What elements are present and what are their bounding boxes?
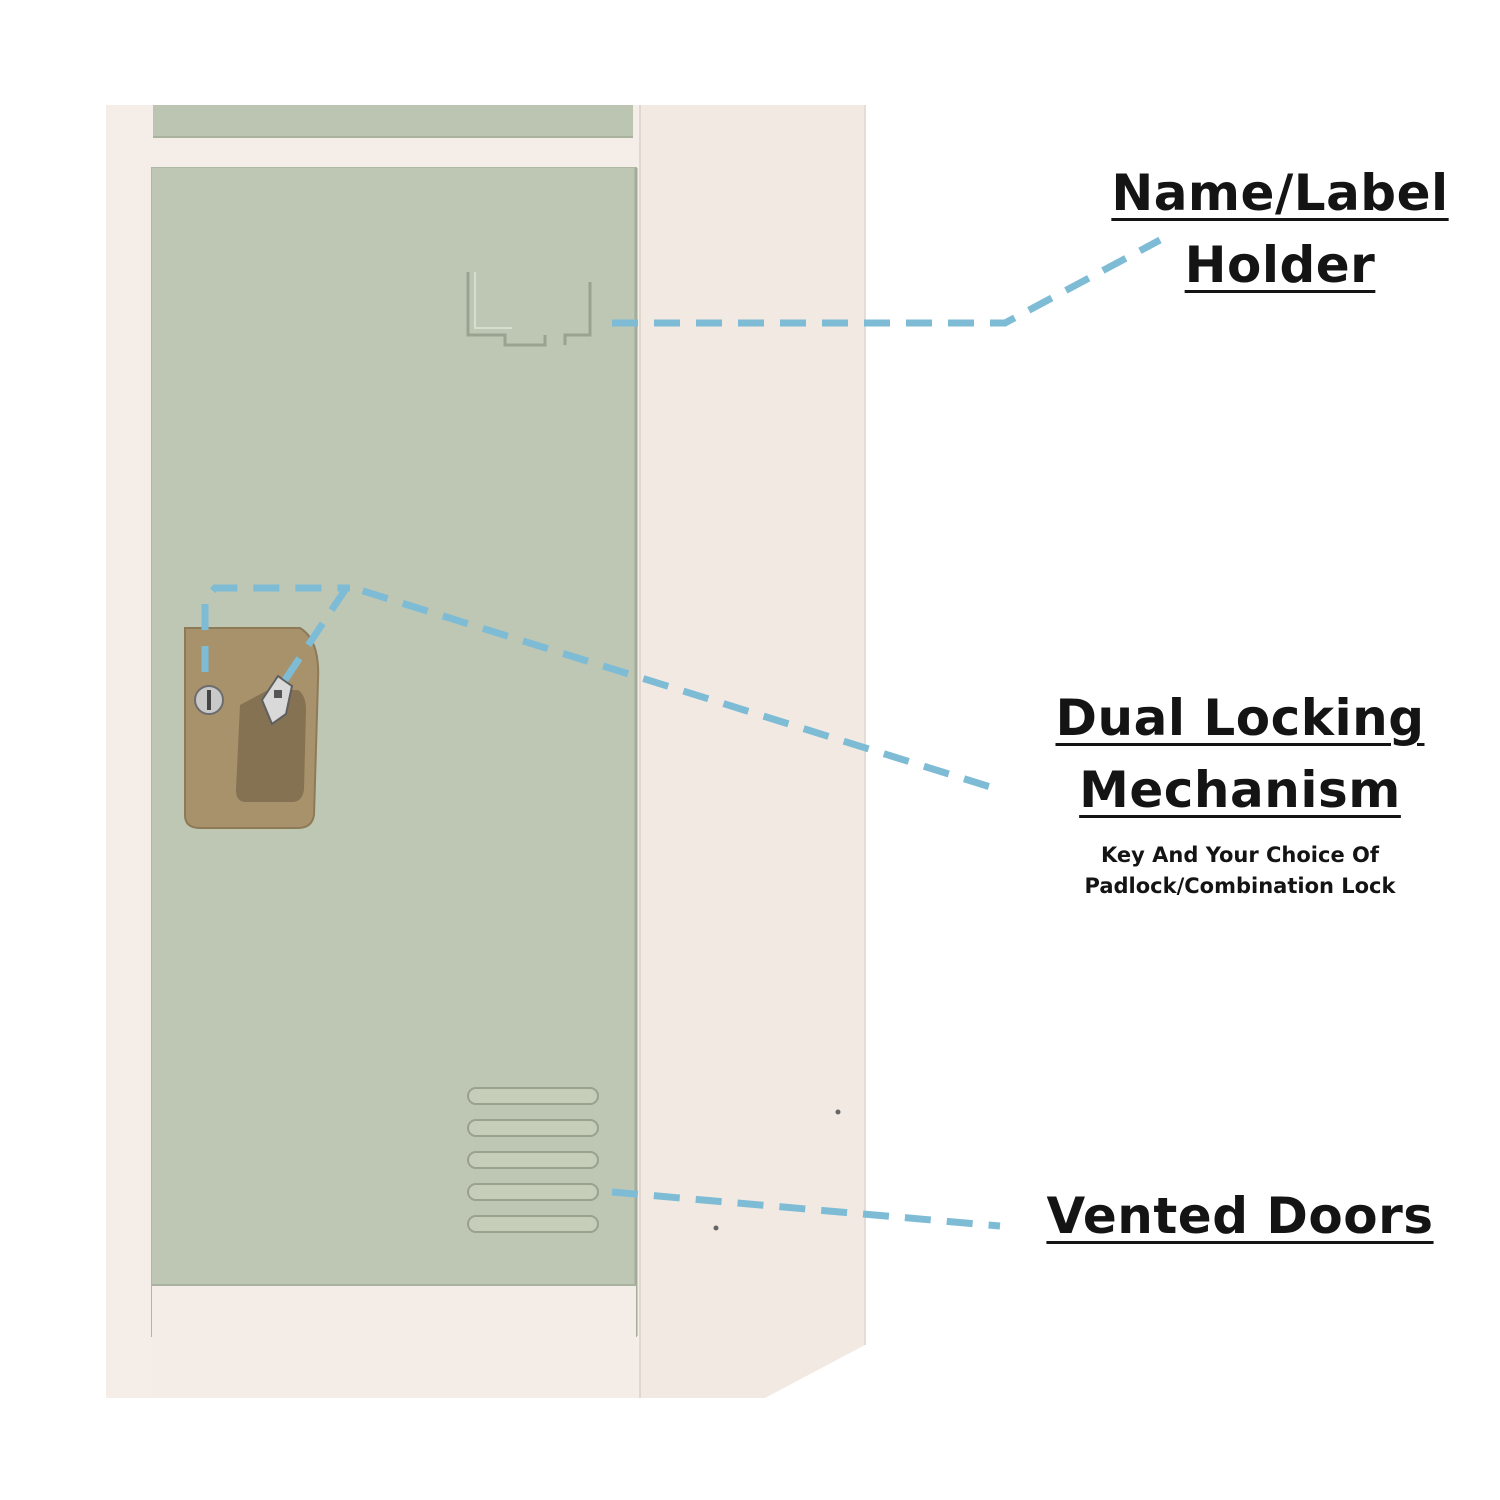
vent-slots-icon <box>467 1087 599 1233</box>
callout-vented-doors-line1: Vented Doors <box>1046 1187 1434 1245</box>
leader-lines <box>201 236 1162 1230</box>
locker-side-panel <box>640 105 865 1398</box>
locker-base <box>152 1285 636 1398</box>
callout-name-label-holder: Name/Label Holder <box>1080 157 1480 301</box>
callout-name-label-line1: Name/Label <box>1111 164 1449 222</box>
callout-name-label-line2: Holder <box>1184 236 1376 294</box>
leader-padlock <box>282 586 1002 794</box>
callout-dual-locking-line1: Dual Locking <box>1055 689 1425 747</box>
upper-locker-door <box>153 105 633 137</box>
callout-vented-doors: Vented Doors <box>1010 1180 1470 1252</box>
callout-dual-locking-desc1: Key And Your Choice Of <box>1101 843 1379 867</box>
leader-vented <box>611 1188 1001 1230</box>
key-cylinder-icon <box>194 685 224 715</box>
padlock-hasp-icon <box>260 674 294 726</box>
callout-dual-locking-line2: Mechanism <box>1079 761 1401 819</box>
leader-name-label <box>612 236 1162 327</box>
label-holder-icon <box>466 272 592 347</box>
callout-dual-locking-desc2: Padlock/Combination Lock <box>1084 874 1396 898</box>
callout-dual-locking: Dual Locking Mechanism Key And Your Choi… <box>1020 682 1460 902</box>
